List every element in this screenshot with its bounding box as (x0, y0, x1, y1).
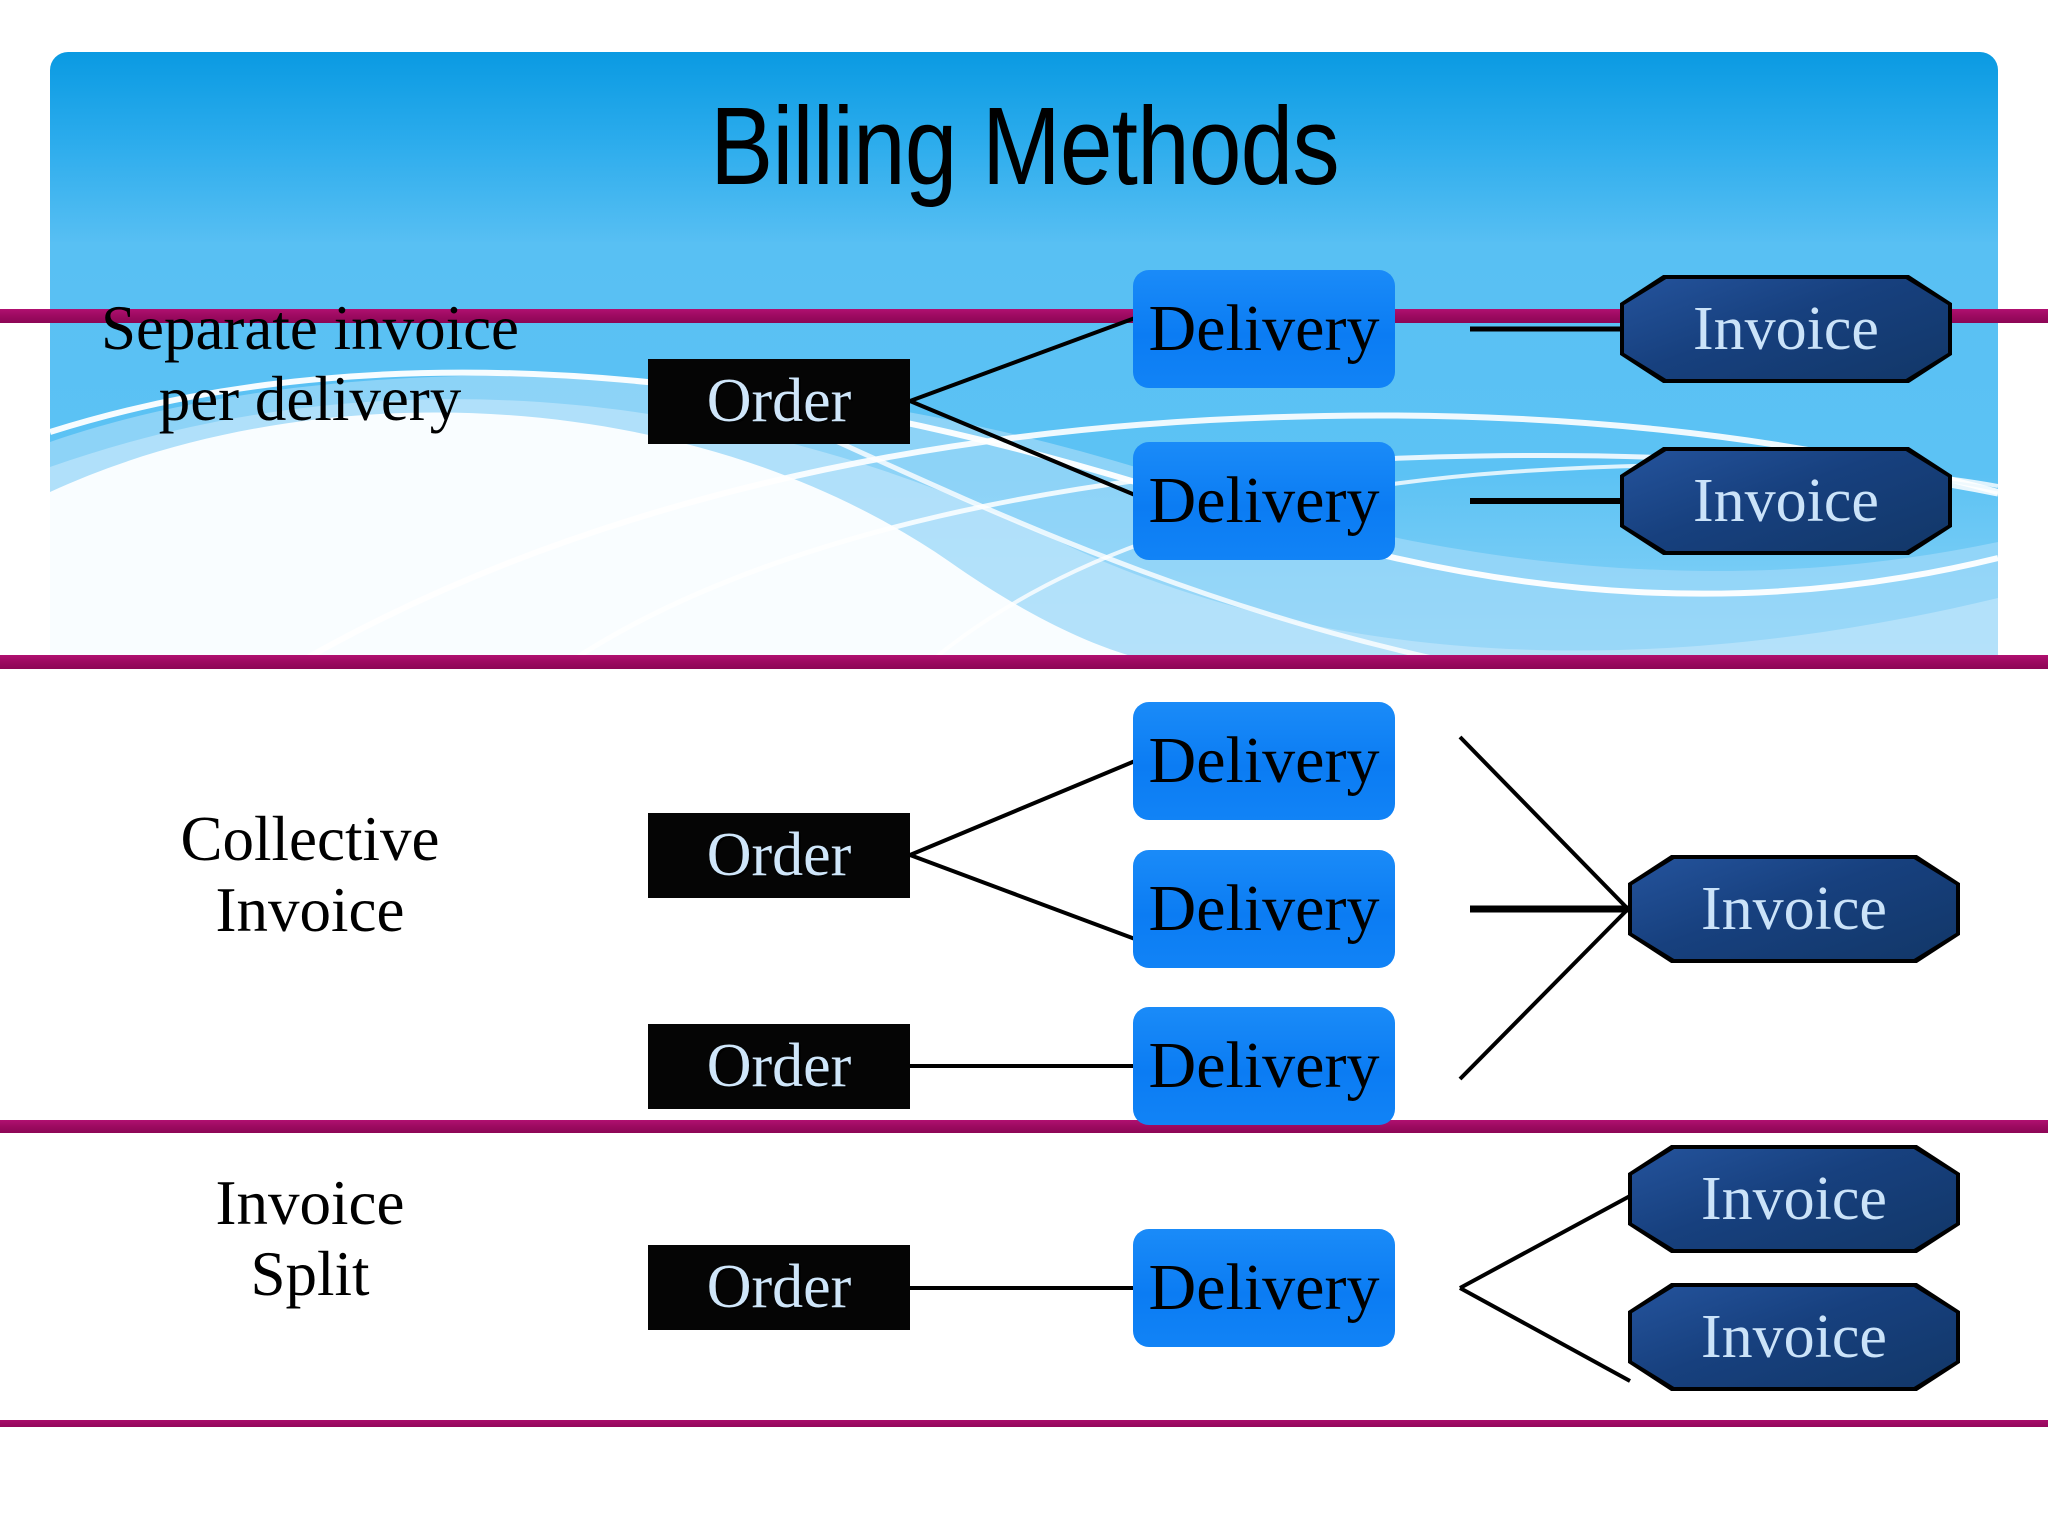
divider-rule-bottom (0, 1420, 2048, 1427)
page-title-text: Billing Methods (709, 85, 1339, 208)
row2-order-2[interactable]: Order (648, 1024, 910, 1109)
row1-order-1-label: Order (706, 367, 852, 435)
row3-order-1[interactable]: Order (648, 1245, 910, 1330)
row2-delivery-1-label: Delivery (1148, 724, 1380, 797)
row2-label-line1: Collective (180, 804, 440, 874)
divider-rule-row1-row2 (0, 655, 2048, 669)
row-separate-invoice-per-delivery: Separate invoice per delivery Order Deli… (0, 270, 2048, 655)
row2-delivery-3[interactable]: Delivery (1133, 1007, 1395, 1125)
row1-invoice-1-label: Invoice (1624, 279, 1948, 379)
row2-order-1[interactable]: Order (648, 813, 910, 898)
row1-invoice-1[interactable]: Invoice (1620, 275, 1952, 383)
row2-order-2-label: Order (706, 1032, 852, 1100)
row3-label: Invoice Split (30, 1168, 590, 1309)
row2-delivery-3-label: Delivery (1148, 1029, 1380, 1102)
row2-delivery-1[interactable]: Delivery (1133, 702, 1395, 820)
divider-rule-top (0, 309, 2048, 323)
row2-invoice-1-label: Invoice (1632, 859, 1956, 959)
row2-label-line2: Invoice (215, 874, 405, 945)
page-title: Billing Methods (50, 92, 1998, 202)
row1-label: Separate invoice per delivery (30, 293, 590, 434)
row1-delivery-1-label: Delivery (1148, 292, 1380, 365)
row3-invoice-1[interactable]: Invoice (1628, 1145, 1960, 1253)
row1-invoice-2-label: Invoice (1624, 451, 1948, 551)
row2-order-1-label: Order (706, 821, 852, 889)
row3-label-line1: Invoice (215, 1168, 405, 1238)
row3-invoice-2-label: Invoice (1632, 1287, 1956, 1387)
row1-delivery-2[interactable]: Delivery (1133, 442, 1395, 560)
row1-label-line1: Separate invoice (100, 293, 520, 363)
row1-delivery-2-label: Delivery (1148, 464, 1380, 537)
title-banner: Billing Methods (50, 52, 1998, 242)
row3-invoice-2[interactable]: Invoice (1628, 1283, 1960, 1391)
divider-rule-row2-row3 (0, 1120, 2048, 1133)
row3-invoice-1-label: Invoice (1632, 1149, 1956, 1249)
row1-label-line2: per delivery (158, 363, 462, 434)
row3-order-1-label: Order (706, 1253, 852, 1321)
row-collective-invoice: Collective Invoice Order Order Delivery … (0, 669, 2048, 1125)
row-invoice-split: Invoice Split Order Delivery Invoice Inv… (0, 1133, 2048, 1420)
row1-invoice-2[interactable]: Invoice (1620, 447, 1952, 555)
row1-order-1[interactable]: Order (648, 359, 910, 444)
row2-label: Collective Invoice (30, 804, 590, 945)
row1-delivery-1[interactable]: Delivery (1133, 270, 1395, 388)
row3-label-line2: Split (250, 1238, 370, 1309)
row3-delivery-1[interactable]: Delivery (1133, 1229, 1395, 1347)
row3-delivery-1-label: Delivery (1148, 1251, 1380, 1324)
row2-delivery-2-label: Delivery (1148, 872, 1380, 945)
row2-invoice-1[interactable]: Invoice (1628, 855, 1960, 963)
row2-delivery-2[interactable]: Delivery (1133, 850, 1395, 968)
